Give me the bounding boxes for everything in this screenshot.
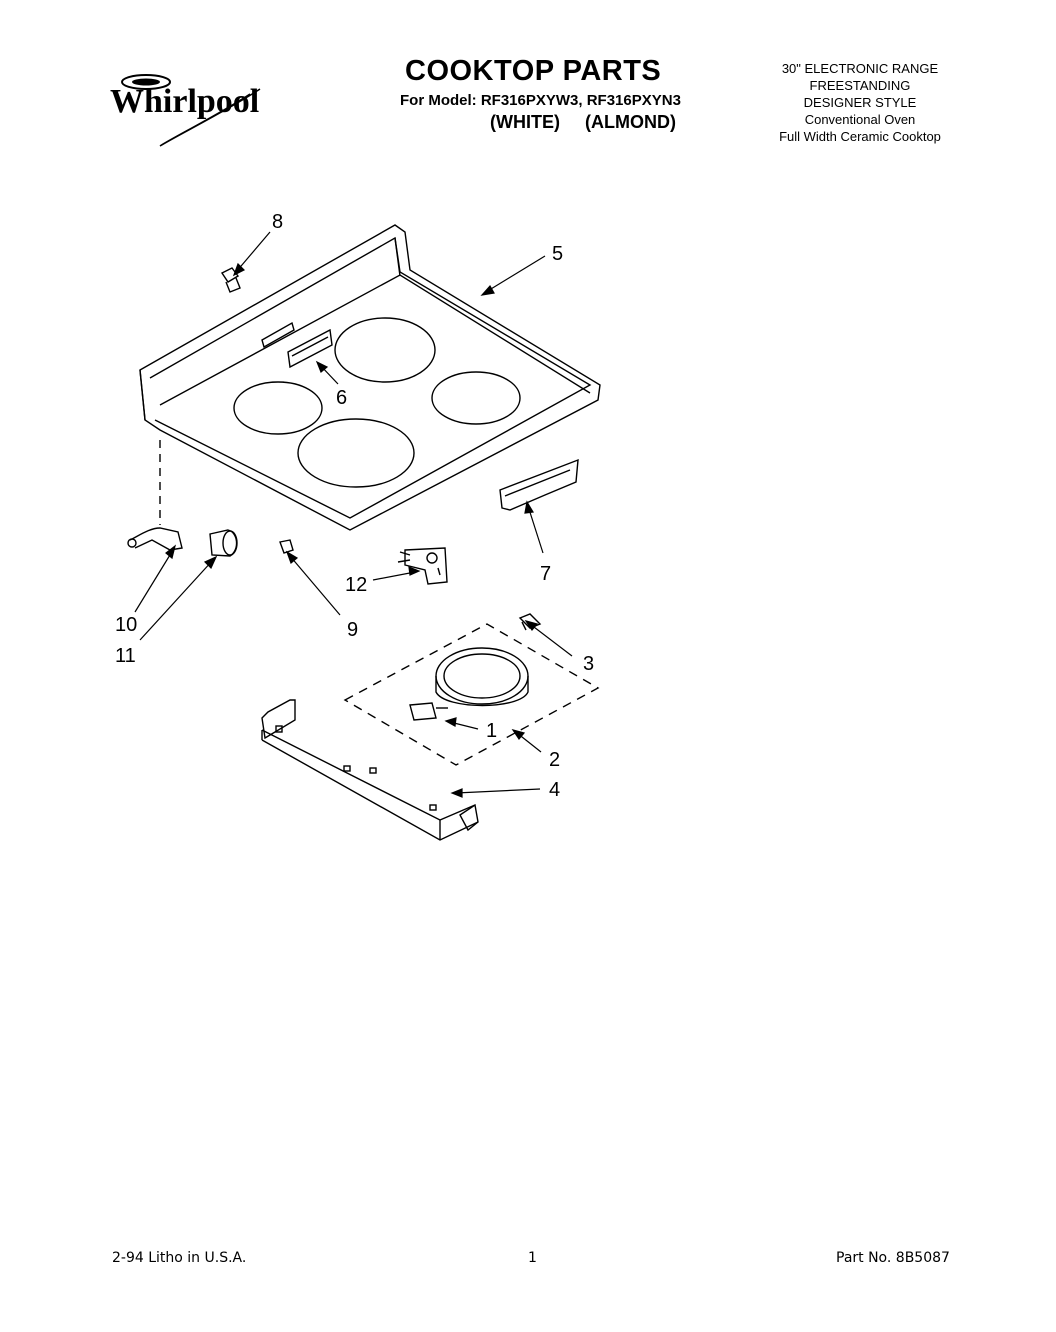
part-number: Part No. 8B5087	[836, 1250, 950, 1266]
burner-left-rear	[233, 381, 323, 435]
cap-part-11	[209, 529, 238, 557]
burner-right-front	[431, 371, 521, 425]
callout-1: 1	[486, 720, 497, 742]
color-white: (WHITE)	[490, 112, 560, 132]
limiter-part-1	[409, 702, 448, 721]
spec-line: DESIGNER STYLE	[803, 95, 917, 110]
callout-4: 4	[549, 779, 560, 801]
callout-2: 2	[549, 749, 560, 771]
bracket-part-4	[261, 699, 479, 841]
callout-8: 8	[272, 211, 283, 233]
litho-note: 2-94 Litho in U.S.A.	[112, 1250, 247, 1266]
callout-12: 12	[345, 574, 367, 596]
clip-part-3	[518, 613, 542, 631]
spec-line: 30" ELECTRONIC RANGE	[781, 61, 939, 76]
model-line: For Model: RF316PXYW3, RF316PXYN3	[400, 92, 681, 109]
radiant-element	[435, 647, 529, 707]
spec-block: 30" ELECTRONIC RANGE FREESTANDING DESIGN…	[740, 60, 980, 145]
burner-right-rear	[334, 317, 436, 383]
spec-line: FREESTANDING	[809, 78, 911, 93]
trim-part-7	[499, 458, 579, 511]
cooktop-frame	[139, 224, 601, 531]
callout-11: 11	[115, 645, 136, 667]
callout-9: 9	[347, 619, 358, 641]
callout-6: 6	[336, 387, 347, 409]
color-almond: (ALMOND)	[585, 112, 676, 132]
callout-5: 5	[552, 243, 563, 265]
clip-part-8	[220, 267, 241, 293]
burner-left-front	[297, 418, 415, 488]
cable-part-10	[127, 527, 183, 551]
callout-7: 7	[540, 563, 551, 585]
callout-10: 10	[115, 614, 137, 636]
bumper-part-9	[279, 539, 294, 554]
vent-part	[261, 321, 333, 369]
whirlpool-logo: Whirlpool	[110, 74, 261, 147]
leader-arrows	[134, 231, 573, 798]
page-number: 1	[528, 1250, 537, 1266]
logo-wordmark: Whirlpool	[110, 83, 259, 120]
spec-line: Full Width Ceramic Cooktop	[779, 129, 941, 144]
switch-part-12	[397, 547, 448, 585]
callout-3: 3	[583, 653, 594, 675]
spec-line: Conventional Oven	[804, 112, 916, 127]
page-title: COOKTOP PARTS	[405, 55, 662, 87]
color-variants: (WHITE) (ALMOND)	[490, 112, 696, 133]
